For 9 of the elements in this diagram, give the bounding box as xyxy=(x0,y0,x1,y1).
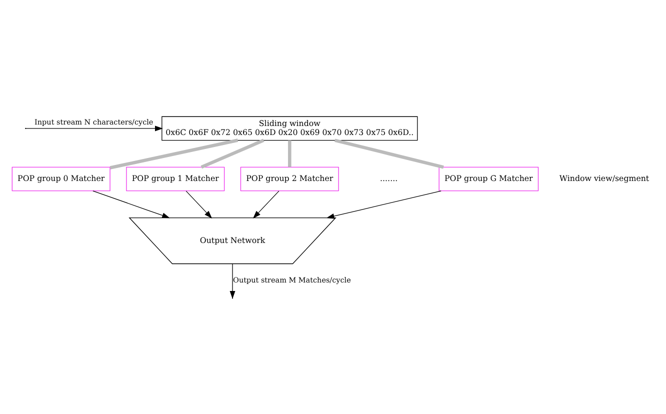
arrow xyxy=(326,190,442,218)
connector xyxy=(288,140,292,167)
connector xyxy=(110,138,238,169)
arrow xyxy=(26,125,163,131)
connector xyxy=(200,138,264,168)
connector xyxy=(334,138,444,168)
arrow xyxy=(92,190,170,218)
arrow xyxy=(252,190,280,218)
arrow xyxy=(186,190,212,218)
